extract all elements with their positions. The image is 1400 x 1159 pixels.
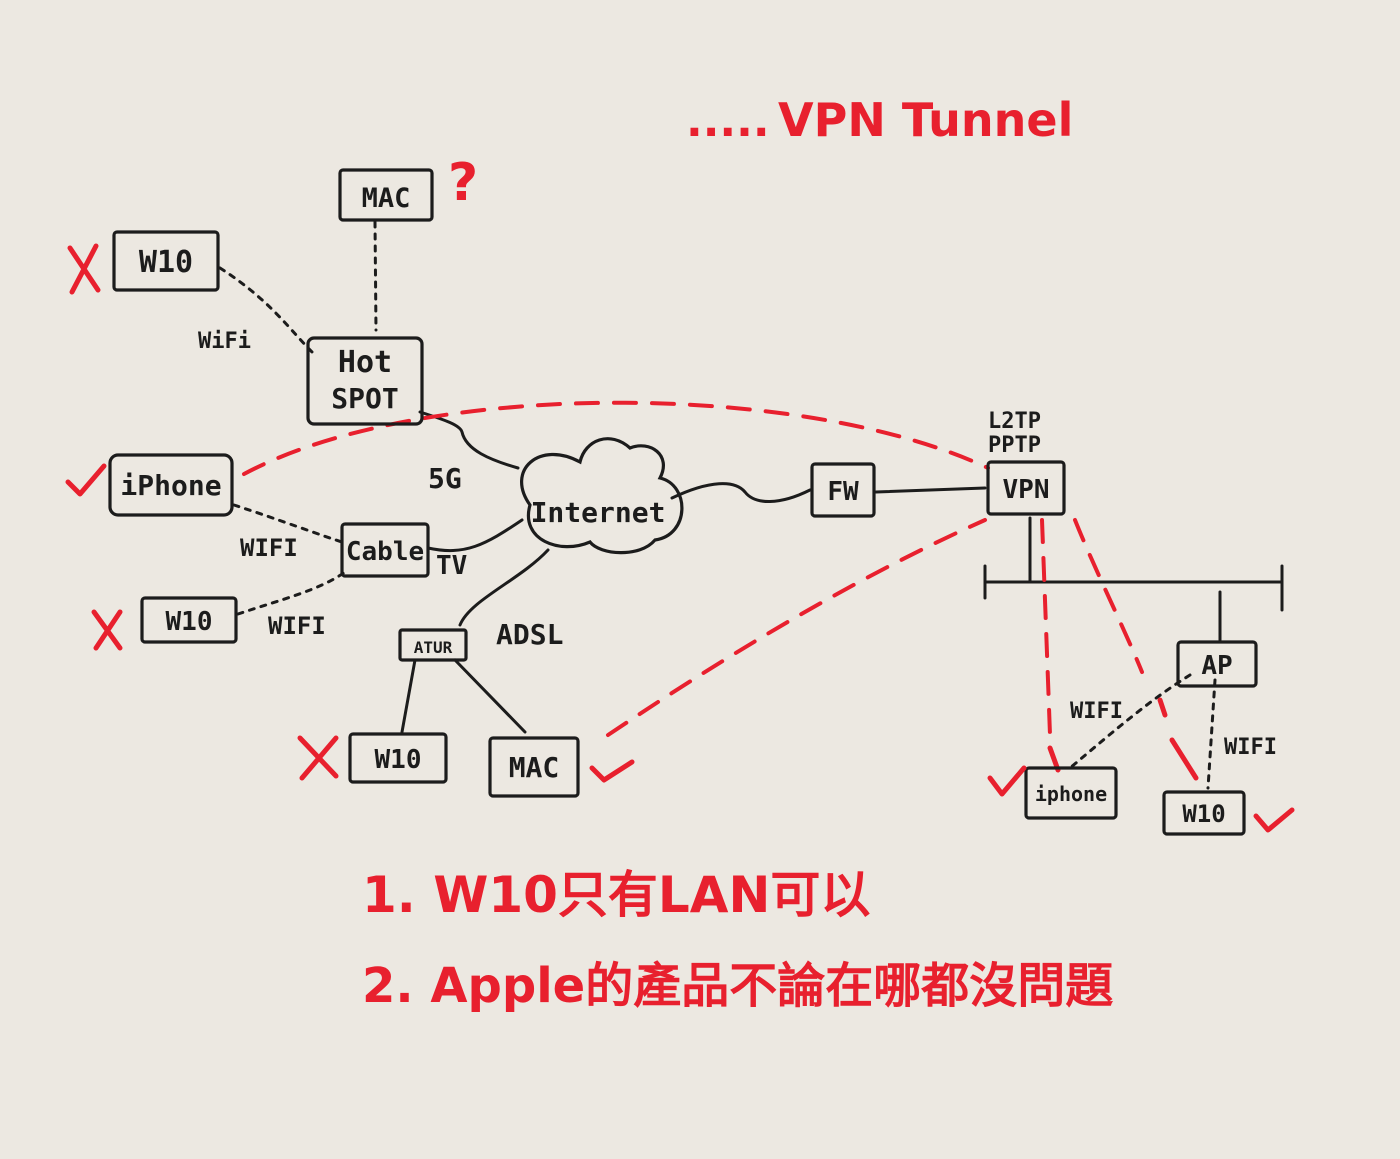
w10-right-node: W10: [1162, 790, 1246, 836]
mac-hotspot-wifi: [373, 220, 378, 332]
w10-top-label: W10: [139, 245, 193, 280]
check-marks: [65, 463, 1295, 833]
internet-fw-link: [670, 482, 812, 503]
internet-label: Internet: [531, 496, 666, 529]
w10-right-label: W10: [1182, 800, 1225, 828]
fw-label: FW: [827, 477, 859, 507]
tunnel-mac-bottom: [606, 518, 987, 737]
wifi-cable-label: WIFI: [240, 534, 298, 562]
question-mark: ?: [448, 153, 478, 213]
vpn-node: VPN: [986, 460, 1066, 516]
cable-node: Cable: [340, 522, 430, 578]
iphone-left-node: iPhone: [108, 453, 234, 517]
w10-cable-wifi: [236, 570, 347, 616]
cloud-outline: [520, 437, 684, 555]
cable-label: Cable: [346, 537, 424, 567]
wifi-hotspot-label: WiFi: [198, 329, 251, 354]
tunnel-end-w10-right: [1169, 737, 1199, 781]
w10-hotspot-wifi: [218, 266, 314, 354]
legend-dots: .....: [686, 96, 770, 147]
hotspot-node: Hot SPOT: [306, 336, 424, 426]
note-1: 1. W10只有LAN可以: [362, 866, 870, 924]
mac-top-label: MAC: [362, 183, 411, 214]
tunnel-tick-ap: [1157, 697, 1168, 718]
legend: ..... VPN Tunnel: [686, 93, 1073, 147]
ap-node: AP: [1176, 640, 1258, 688]
protocol-l2tp: L2TP: [988, 409, 1041, 434]
fw-node: FW: [810, 462, 876, 518]
w10-top-node: W10: [112, 230, 220, 292]
tunnel-iphone-right: [1040, 518, 1052, 737]
link-labels: WiFi 5G WIFI TV WIFI ADSL WIFI WIFI: [198, 329, 1277, 760]
lan-bus: [983, 564, 1284, 612]
atur-node: ATUR: [398, 628, 468, 662]
hotspot-label-2: SPOT: [331, 382, 398, 415]
mac-bottom-label: MAC: [509, 751, 560, 784]
w10-mid-label: W10: [166, 607, 213, 637]
x-marks: [67, 243, 339, 781]
mac-bottom-node: MAC: [488, 736, 580, 798]
internet-cloud: Internet: [520, 437, 684, 555]
atur-mac-link: [453, 658, 527, 734]
fiveg-label: 5G: [428, 462, 462, 495]
check-mark-iphone-right: [987, 765, 1027, 797]
tunnel-end-iphone-right: [1047, 745, 1061, 773]
check-mark-w10-right: [1253, 807, 1295, 833]
atur-label: ATUR: [414, 638, 453, 657]
legend-label: VPN Tunnel: [778, 93, 1073, 147]
ap-w10-wifi: [1206, 678, 1217, 790]
x-mark-w10-top: [67, 243, 101, 295]
wired-links: [400, 410, 1284, 734]
ap-label: AP: [1201, 651, 1232, 681]
iphone-right-label: iphone: [1035, 782, 1107, 806]
wifi-ap-right-label: WIFI: [1224, 735, 1277, 760]
w10-bottom-node: W10: [348, 732, 448, 784]
iphone-right-node: iphone: [1024, 766, 1118, 820]
x-mark-w10-mid: [91, 609, 123, 651]
iphone-cable-wifi: [232, 503, 344, 544]
notes: 1. W10只有LAN可以 2. Apple的產品不論在哪都沒問題: [362, 866, 1113, 1014]
protocol-pptp: PPTP: [988, 433, 1041, 458]
wifi-w10-label: WIFI: [268, 612, 326, 640]
w10-bottom-label: W10: [375, 745, 422, 775]
mac-top-node: MAC: [338, 168, 434, 222]
iphone-left-label: iPhone: [120, 469, 221, 502]
cable-internet-link: [426, 518, 524, 553]
x-mark-w10-bottom: [297, 735, 339, 781]
vpn-label: VPN: [1003, 475, 1050, 505]
tunnel-w10-right: [1073, 518, 1144, 674]
wifi-ap-left-label: WIFI: [1070, 699, 1123, 724]
internet-atur-link: [458, 548, 550, 627]
hotspot-internet-link: [418, 410, 520, 470]
w10-mid-node: W10: [140, 596, 238, 644]
note-2: 2. Apple的產品不論在哪都沒問題: [362, 958, 1113, 1014]
tunnel-iphone-left: [242, 400, 990, 476]
atur-w10-link: [400, 658, 417, 734]
ap-iphone-wifi: [1068, 673, 1192, 770]
fw-vpn-link: [874, 486, 987, 494]
vpn-tunnels: [242, 400, 1199, 781]
wifi-links: [218, 220, 1217, 790]
check-mark-iphone-left: [65, 463, 107, 497]
tv-label: TV: [436, 551, 467, 581]
check-mark-mac-bottom: [589, 759, 635, 783]
adsl-label: ADSL: [496, 618, 563, 651]
hotspot-label-1: Hot: [338, 345, 392, 380]
